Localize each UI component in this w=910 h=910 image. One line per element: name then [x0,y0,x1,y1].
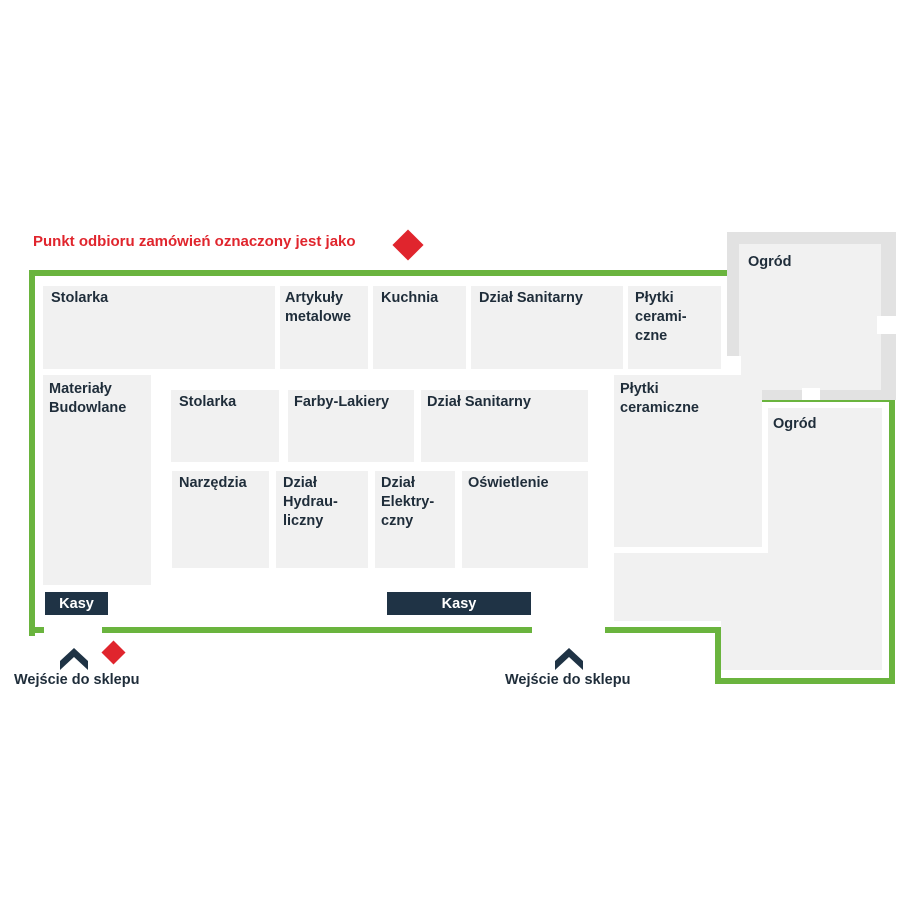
dept-ogrod-link [721,553,768,670]
dept-oswietlenie [462,471,588,568]
dept-stolarka-mid [171,390,279,462]
red-diamond-icon [392,229,424,261]
dept-dzial-hydrauliczny [276,471,368,568]
label-farby-lakiery: Farby-Lakiery [294,394,390,410]
dept-narzedzia [172,471,269,568]
red-diamond-icon [101,640,126,665]
dept-plytki-top [628,286,721,369]
label-dzial-elektryczny: Dział Elektry- czny [381,475,435,529]
entrance-arrow-icon [60,648,88,670]
dept-stolarka-top [43,286,275,369]
checkout-center: Kasy [387,592,531,615]
label-plytki-top: Płytki cerami- czne [635,290,687,344]
label-plytki-right: Płytki ceramiczne [620,381,699,416]
label-ogrod-top: Ogród [748,254,792,270]
wall-left [29,270,35,636]
garden-gap-bottom [802,388,820,400]
entrance-left-label: Wejście do sklepu [14,672,140,688]
dept-materialy-budowlane [43,375,151,585]
label-dzial-sanitarny-mid: Dział Sanitarny [427,394,531,410]
entrance-gap-left [44,625,102,635]
label-stolarka-top: Stolarka [51,290,109,306]
dept-lower-right-hall [614,553,721,621]
garden-inner [739,244,881,390]
wall-top [29,270,738,276]
dept-dzial-sanitarny-mid [421,390,588,462]
entrance-right-label: Wejście do sklepu [505,672,631,688]
dept-plytki-right [614,375,762,547]
wall-step-down [715,627,721,684]
dept-dzial-sanitarny-top [471,286,623,369]
label-kuchnia: Kuchnia [381,290,439,306]
dept-ogrod-right [768,408,882,670]
label-artykuly-metalowe: Artykuły metalowe [285,290,352,325]
garden-gap-left [725,356,741,380]
label-stolarka-mid: Stolarka [179,394,237,410]
dept-artykuly-metalowe [280,286,368,369]
dept-farby-lakiery [288,390,414,462]
wall-right-annex [889,396,895,684]
entrance-arrow-icon [555,648,583,670]
checkout-left: Kasy [45,592,108,615]
pickup-legend-text: Punkt odbioru zamówień oznaczony jest ja… [33,233,356,250]
garden-gap-right [877,316,899,334]
label-dzial-sanitarny-top: Dział Sanitarny [479,290,583,306]
label-ogrod-right: Ogród [773,416,817,432]
label-narzedzia: Narzędzia [179,475,247,491]
dept-kuchnia [373,286,466,369]
wall-bottom-annex [715,678,895,684]
wall-bottom-left [29,627,532,633]
dept-dzial-elektryczny [375,471,455,568]
label-dzial-hydrauliczny: Dział Hydrau- liczny [283,475,338,529]
wall-bottom-right [605,627,723,633]
label-materialy-budowlane: Materiały Budowlane [49,381,127,416]
label-oswietlenie: Oświetlenie [468,475,549,491]
